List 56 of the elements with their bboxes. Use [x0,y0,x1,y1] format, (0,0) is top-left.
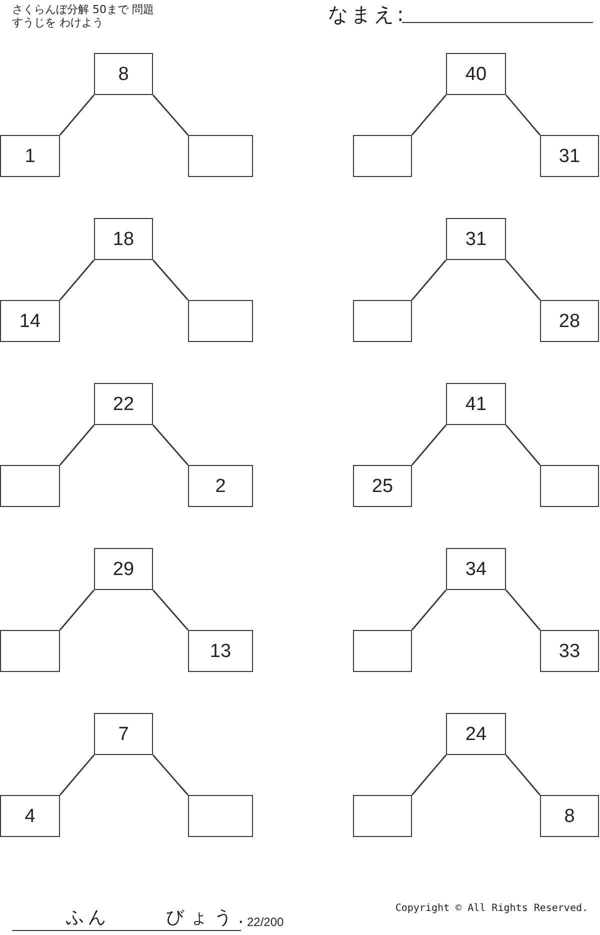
number-box: 41 [446,383,506,425]
connector-line [152,590,189,630]
answer-box [353,630,412,672]
answer-box [353,135,412,177]
answer-box [0,465,60,507]
answer-box [540,465,599,507]
answer-box [0,630,60,672]
number-box: 1 [0,135,60,177]
number-box: 31 [540,135,599,177]
connector-line [505,754,541,796]
connector-line [411,424,447,466]
number-box: 29 [94,548,153,590]
connector-line [152,754,189,796]
number-box: 28 [540,300,599,342]
connector-line [152,94,189,136]
number-box: 4 [0,795,60,837]
connector-line [59,590,95,630]
answer-box [353,795,412,837]
connector-line [152,260,189,300]
minutes-label: ふん [66,908,110,928]
number-box: 31 [446,218,506,260]
number-box: 13 [188,630,253,672]
number-box: 24 [446,713,506,755]
number-box: 33 [540,630,599,672]
number-box: 8 [94,53,153,95]
number-box: 14 [0,300,60,342]
answer-box [188,135,253,177]
number-box: 8 [540,795,599,837]
connector-line [505,590,541,630]
connector-line [505,94,541,136]
connector-line [411,94,447,136]
connector-line [505,260,541,300]
number-box: 22 [94,383,153,425]
instruction-text: すうじを わけよう [12,17,104,30]
number-box: 40 [446,53,506,95]
connector-line [59,94,95,136]
connector-line [411,260,447,300]
connector-line [59,754,95,796]
name-label: なまえ: [328,3,407,25]
connector-line [505,424,541,466]
connector-line [59,260,95,300]
connector-line [411,590,447,630]
answer-box [188,300,253,342]
connector-line [152,424,189,466]
page-number: 22/200 [247,916,284,930]
connector-line [59,424,95,466]
worksheet-title: さくらんぼ分解 50まで 問題 [12,4,154,16]
copyright-text: Copyright © All Rights Reserved. [395,903,588,914]
number-box: 18 [94,218,153,260]
number-box: 25 [353,465,412,507]
number-box: 34 [446,548,506,590]
number-box: 2 [188,465,253,507]
number-box: 7 [94,713,153,755]
connector-line [411,754,447,796]
answer-box [188,795,253,837]
answer-box [353,300,412,342]
